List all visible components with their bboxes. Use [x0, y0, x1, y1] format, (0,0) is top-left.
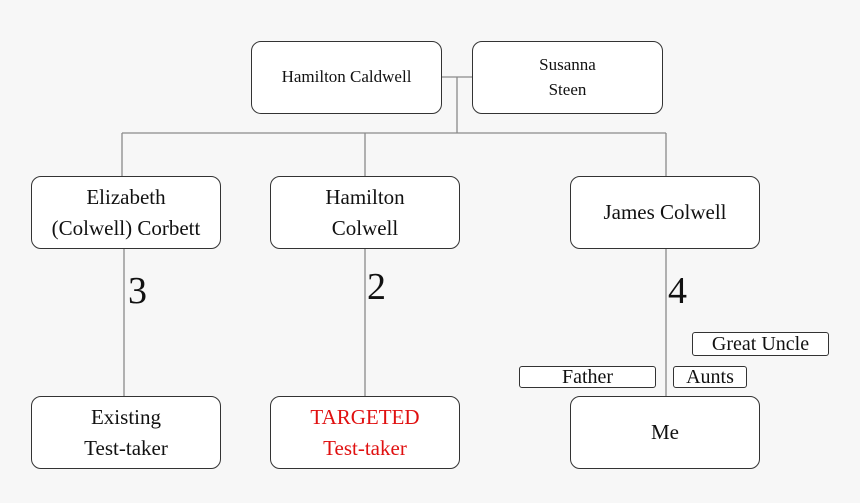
person-hamilton-caldwell: Hamilton Caldwell	[251, 41, 442, 114]
person-name: TARGETED Test-taker	[310, 405, 420, 460]
tag-father: Father	[519, 366, 656, 388]
person-existing-test-taker: Existing Test-taker	[31, 396, 221, 469]
person-james-colwell: James Colwell	[570, 176, 760, 249]
person-name: Me	[651, 420, 679, 445]
edge-label-hamilton: 2	[367, 266, 386, 308]
person-me: Me	[570, 396, 760, 469]
person-name: Hamilton Caldwell	[281, 67, 412, 87]
person-name: Existing Test-taker	[84, 405, 168, 460]
person-hamilton-colwell: Hamilton Colwell	[270, 176, 460, 249]
person-name: Susanna Steen	[539, 54, 596, 99]
edge-label-james: 4	[668, 270, 687, 312]
person-name: Elizabeth (Colwell) Corbett	[51, 185, 201, 240]
edge-label-elizabeth: 3	[128, 270, 147, 312]
person-targeted-test-taker: TARGETED Test-taker	[270, 396, 460, 469]
tag-great-uncle: Great Uncle	[692, 332, 829, 356]
person-name: James Colwell	[603, 200, 727, 225]
person-name: Hamilton Colwell	[325, 185, 405, 240]
tag-aunts: Aunts	[673, 366, 747, 388]
person-susanna-steen: Susanna Steen	[472, 41, 663, 114]
person-elizabeth-colwell-corbett: Elizabeth (Colwell) Corbett	[31, 176, 221, 249]
